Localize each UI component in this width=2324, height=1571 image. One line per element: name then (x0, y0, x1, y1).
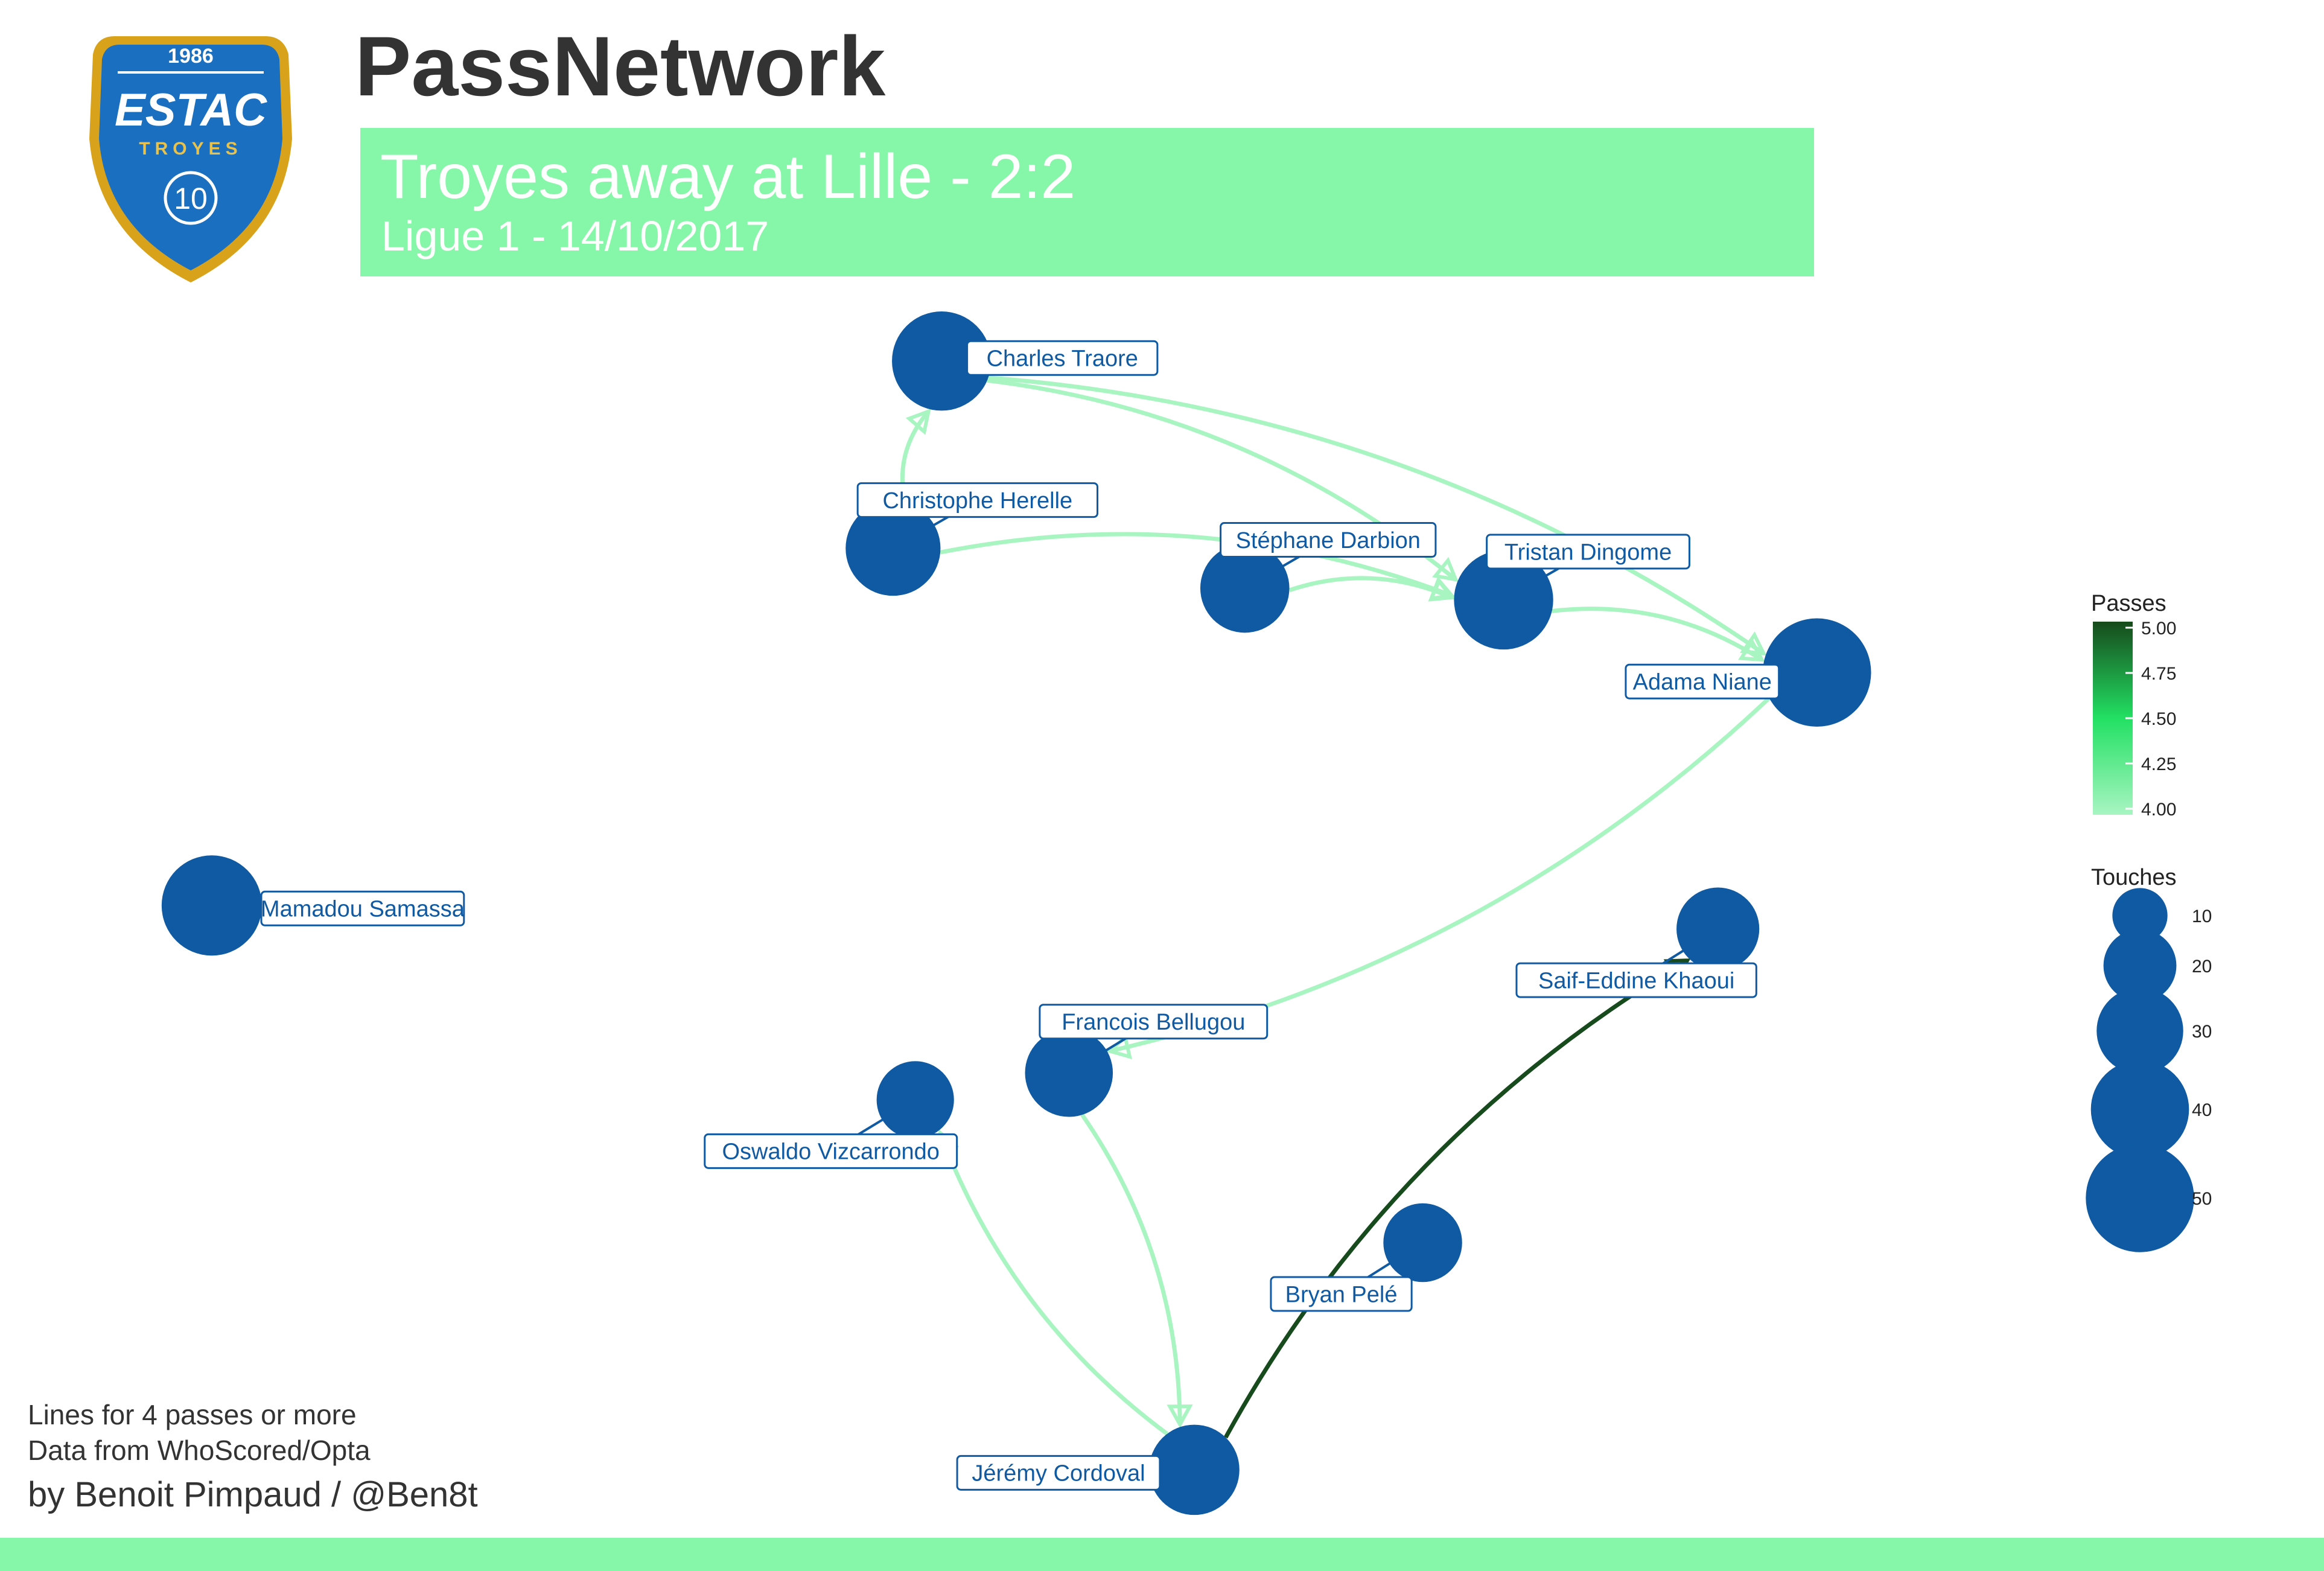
touches-legend-circle (2103, 929, 2177, 1002)
credit-threshold: Lines for 4 passes or more (28, 1399, 357, 1430)
pass-edge-herelle-dingome (940, 532, 1453, 597)
player-node-vizcarrondo (876, 1061, 954, 1139)
player-label-box (1486, 534, 1690, 570)
player-name: Christophe Herelle (882, 488, 1072, 514)
pass-edge-bellugou-cordoval (1080, 1114, 1182, 1425)
pass-arrowhead-dingome-niane (1738, 638, 1765, 662)
player-node-samassa (161, 855, 262, 956)
pass-edge-darbion-dingome (1288, 576, 1453, 600)
pass-arrowhead-bellugou-cordoval (1167, 1404, 1193, 1429)
pass-arrowhead-herelle-charles (905, 408, 931, 435)
pass-arrowhead-darbion-dingome (1428, 578, 1456, 602)
pass-edge-cordoval-vizcarrondo (938, 1132, 1169, 1436)
player-label-cordoval: Jérémy Cordoval (956, 1455, 1161, 1491)
passes-tick-label: 4.75 (2141, 664, 2176, 684)
player-name: Stéphane Darbion (1236, 528, 1421, 553)
logo-city: TROYES (139, 139, 242, 159)
touches-legend-label: 20 (2192, 957, 2212, 977)
player-node-khaoui (1676, 887, 1760, 970)
passes-tick-label: 4.50 (2141, 709, 2176, 729)
player-label-box (1625, 663, 1780, 699)
pass-edge-cordoval-khaoui (1223, 958, 1689, 1439)
player-label-dingome: Tristan Dingome (1486, 534, 1690, 570)
match-info: Ligue 1 - 14/10/2017 (381, 212, 769, 260)
player-label-charles: Charles Traore (966, 340, 1159, 376)
player-label-niane: Adama Niane (1625, 663, 1780, 699)
player-label-darbion: Stéphane Darbion (1220, 522, 1437, 558)
logo-year: 1986 (168, 45, 214, 68)
player-label-samassa: Mamadou Samassa (260, 890, 465, 926)
subtitle-banner (360, 128, 1814, 276)
player-label-box (966, 340, 1159, 376)
page-title: PassNetwork (355, 19, 885, 113)
touches-legend-label: 40 (2192, 1100, 2212, 1120)
touches-legend-circle (2096, 987, 2183, 1074)
passes-tick-label: 5.00 (2141, 619, 2176, 639)
footer-bar (0, 1538, 2324, 1571)
player-name: Bryan Pelé (1285, 1282, 1398, 1307)
logo-shield-inner (99, 45, 282, 270)
player-label-box (260, 890, 465, 926)
player-label-box (704, 1133, 958, 1169)
player-node-bellugou (1025, 1028, 1113, 1117)
player-node-herelle (845, 501, 941, 596)
logo-name: ESTAC (115, 84, 267, 136)
player-name: Charles Traore (987, 346, 1138, 372)
touches-legend-label: 30 (2192, 1022, 2212, 1042)
player-label-pele: Bryan Pelé (1270, 1276, 1413, 1312)
player-label-box (956, 1455, 1161, 1491)
player-name: Saif-Eddine Khaoui (1538, 968, 1734, 993)
touches-legend-circle (2090, 1060, 2189, 1159)
player-label-khaoui: Saif-Eddine Khaoui (1515, 962, 1757, 998)
player-label-box (1039, 1004, 1269, 1040)
player-name: Tristan Dingome (1504, 540, 1672, 565)
player-name: Mamadou Samassa (261, 897, 465, 922)
player-node-darbion (1200, 543, 1290, 633)
player-label-bellugou: Francois Bellugou (1039, 1004, 1269, 1040)
player-node-cordoval (1149, 1424, 1240, 1515)
player-node-dingome (1454, 550, 1553, 650)
credit-author: by Benoit Pimpaud / @Ben8t (28, 1475, 478, 1514)
player-label-box (1220, 522, 1437, 558)
player-label-vizcarrondo: Oswaldo Vizcarrondo (704, 1133, 958, 1169)
credit-source: Data from WhoScored/Opta (28, 1435, 371, 1466)
player-name: Adama Niane (1633, 670, 1772, 695)
touches-legend: Touches 10 20 30 40 50 (2086, 865, 2212, 1252)
player-label-box (1270, 1276, 1413, 1312)
player-name: Francois Bellugou (1062, 1010, 1245, 1035)
player-nodes (161, 311, 1871, 1515)
touches-legend-label: 10 (2192, 907, 2212, 926)
touches-legend-circle (2112, 888, 2168, 943)
player-node-charles (892, 311, 992, 411)
touches-legend-circle (2086, 1144, 2194, 1252)
pass-edge-dingome-niane (1552, 607, 1763, 662)
passes-legend: Passes 5.00 4.75 4.50 4.25 4.00 (2091, 591, 2176, 820)
match-subtitle: Troyes away at Lille - 2:2 (380, 142, 1075, 212)
passes-tick-label: 4.00 (2141, 800, 2176, 820)
player-node-pele (1383, 1203, 1462, 1283)
pass-edge-charles-niane (988, 375, 1765, 655)
player-node-niane (1763, 618, 1871, 727)
passes-tick-label: 4.25 (2141, 754, 2176, 774)
player-label-herelle: Christophe Herelle (856, 482, 1099, 518)
passes-legend-title: Passes (2091, 591, 2166, 616)
touches-legend-title: Touches (2091, 865, 2177, 890)
pass-arrowhead-charles-dingome (1432, 556, 1459, 582)
player-name: Oswaldo Vizcarrondo (722, 1139, 939, 1165)
club-logo: 1986 ESTAC TROYES 10 (89, 36, 292, 282)
logo-number: 10 (174, 182, 208, 215)
player-label-box (1515, 962, 1757, 998)
player-label-box (856, 482, 1099, 518)
pass-edge-niane-bellugou (1109, 696, 1771, 1053)
logo-number-ring (164, 171, 218, 225)
player-name: Jérémy Cordoval (972, 1461, 1145, 1487)
touches-legend-label: 50 (2192, 1189, 2212, 1209)
